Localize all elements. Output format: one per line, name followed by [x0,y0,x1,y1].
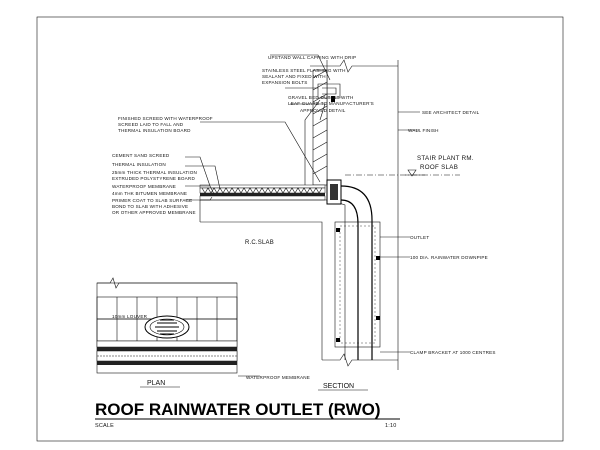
label-left-lower-5: 4mm THK BITUMEN MEMBRANE [112,191,187,196]
label-left-1: SCREED LAID TO FALL AND [118,122,184,127]
sheet-border [36,16,564,442]
label-left-lower-8: OR OTHER APPROVED MEMBRANE [112,210,196,215]
label-right-3: 100 DIA. RAINWATER DOWNPIPE [410,255,488,260]
slab-label: R.C.SLAB [245,240,274,246]
label-left-2: THERMAL INSULATION BOARD [118,128,191,133]
label-top-1: STAINLESS STEEL FLASHING WITH [262,68,346,73]
label-top-3: EXPANSION BOLTS [262,80,307,85]
label-left-lower-4: WATERPROOF MEMBRANE [112,184,176,189]
label-left-lower-7: BOND TO SLAB WITH ADHESIVE [112,204,188,209]
label-left-lower-6: PRIMER COAT TO SLAB SURFACE [112,198,192,203]
label-mid-2: APPROVED DETAIL [300,108,346,113]
label-top-2: SEALANT AND FIXED WITH [262,74,326,79]
label-mid-1: LEAF GUARD TO MANUFACTURER'S [288,101,374,106]
label-left-lower-1: THERMAL INSULATION [112,162,166,167]
label-top-0: UPSTAND WALL CAPPING WITH DRIP [268,55,356,60]
label-left-lower-2: 25mm THICK THERMAL INSULATION [112,170,197,175]
label-right-1: WALL FINISH [408,128,439,133]
view-label-section: SECTION [323,383,354,390]
label-right-2: OUTLET [410,235,429,240]
scale-value: 1:10 [385,423,397,429]
label-right-0: SEE ARCHITECT DETAIL [422,110,480,115]
label-left-lower-3: EXTRUDED POLYSTYRENE BOARD [112,176,195,181]
level-label-1: STAIR PLANT RM. [417,155,474,162]
drawing-title: ROOF RAINWATER OUTLET (RWO) [95,400,381,419]
plan-label: 10mm LOUVER [112,314,148,319]
label-left-lower-0: CEMENT SAND SCREED [112,153,170,158]
label-left-0: FINISHED SCREED WITH WATERPROOF [118,116,213,121]
level-label-2: ROOF SLAB [420,164,458,171]
scale-label: SCALE [95,423,114,429]
label-mid-0: GRAVEL BED OUTLET WITH [288,95,354,100]
view-label-plan: PLAN [147,380,165,387]
plan-note: WATERPROOF MEMBRANE [246,375,310,380]
label-right-4: CLAMP BRACKET AT 1000 CENTRES [410,350,496,355]
